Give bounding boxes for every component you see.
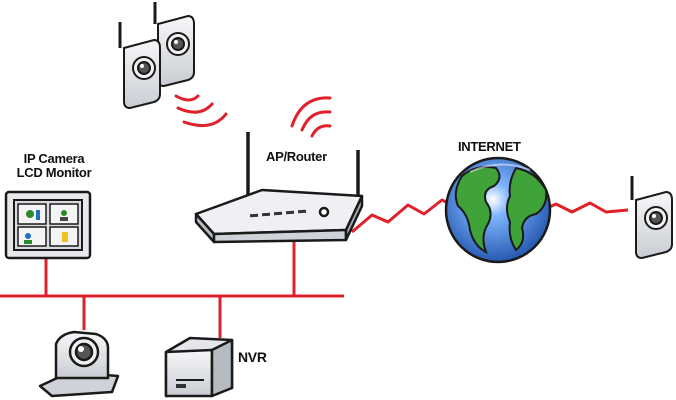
land-americas bbox=[454, 166, 501, 255]
wired-bus bbox=[0, 240, 344, 338]
ip-camera-icon bbox=[118, 22, 161, 110]
wireless-camera-pair bbox=[118, 2, 228, 128]
router-led-row bbox=[249, 209, 307, 218]
nvr-label: NVR bbox=[238, 349, 267, 365]
internet-label: INTERNET bbox=[458, 139, 521, 154]
monitor-label-line2: LCD Monitor bbox=[16, 164, 92, 180]
globe-icon bbox=[444, 156, 552, 264]
lcd-monitor-icon bbox=[4, 190, 92, 260]
router-label: AP/Router bbox=[266, 149, 327, 164]
ip-camera-icon bbox=[630, 176, 673, 260]
wireless-signal-icon bbox=[174, 94, 228, 128]
ptz-camera-icon bbox=[38, 330, 120, 398]
router-to-internet-link bbox=[351, 198, 459, 234]
land-eastern bbox=[506, 166, 548, 252]
wireless-signal-icon bbox=[290, 96, 332, 138]
monitor-label-line1: IP Camera bbox=[23, 151, 85, 166]
ip-camera-icon bbox=[153, 2, 195, 88]
monitor-label: IP Camera LCD Monitor bbox=[4, 152, 104, 179]
nvr-recorder-icon bbox=[164, 336, 234, 398]
internet-links bbox=[351, 198, 629, 234]
monitor-screen-panes bbox=[17, 203, 79, 247]
internet-to-camera-link bbox=[533, 201, 629, 216]
router-icon bbox=[194, 132, 364, 244]
